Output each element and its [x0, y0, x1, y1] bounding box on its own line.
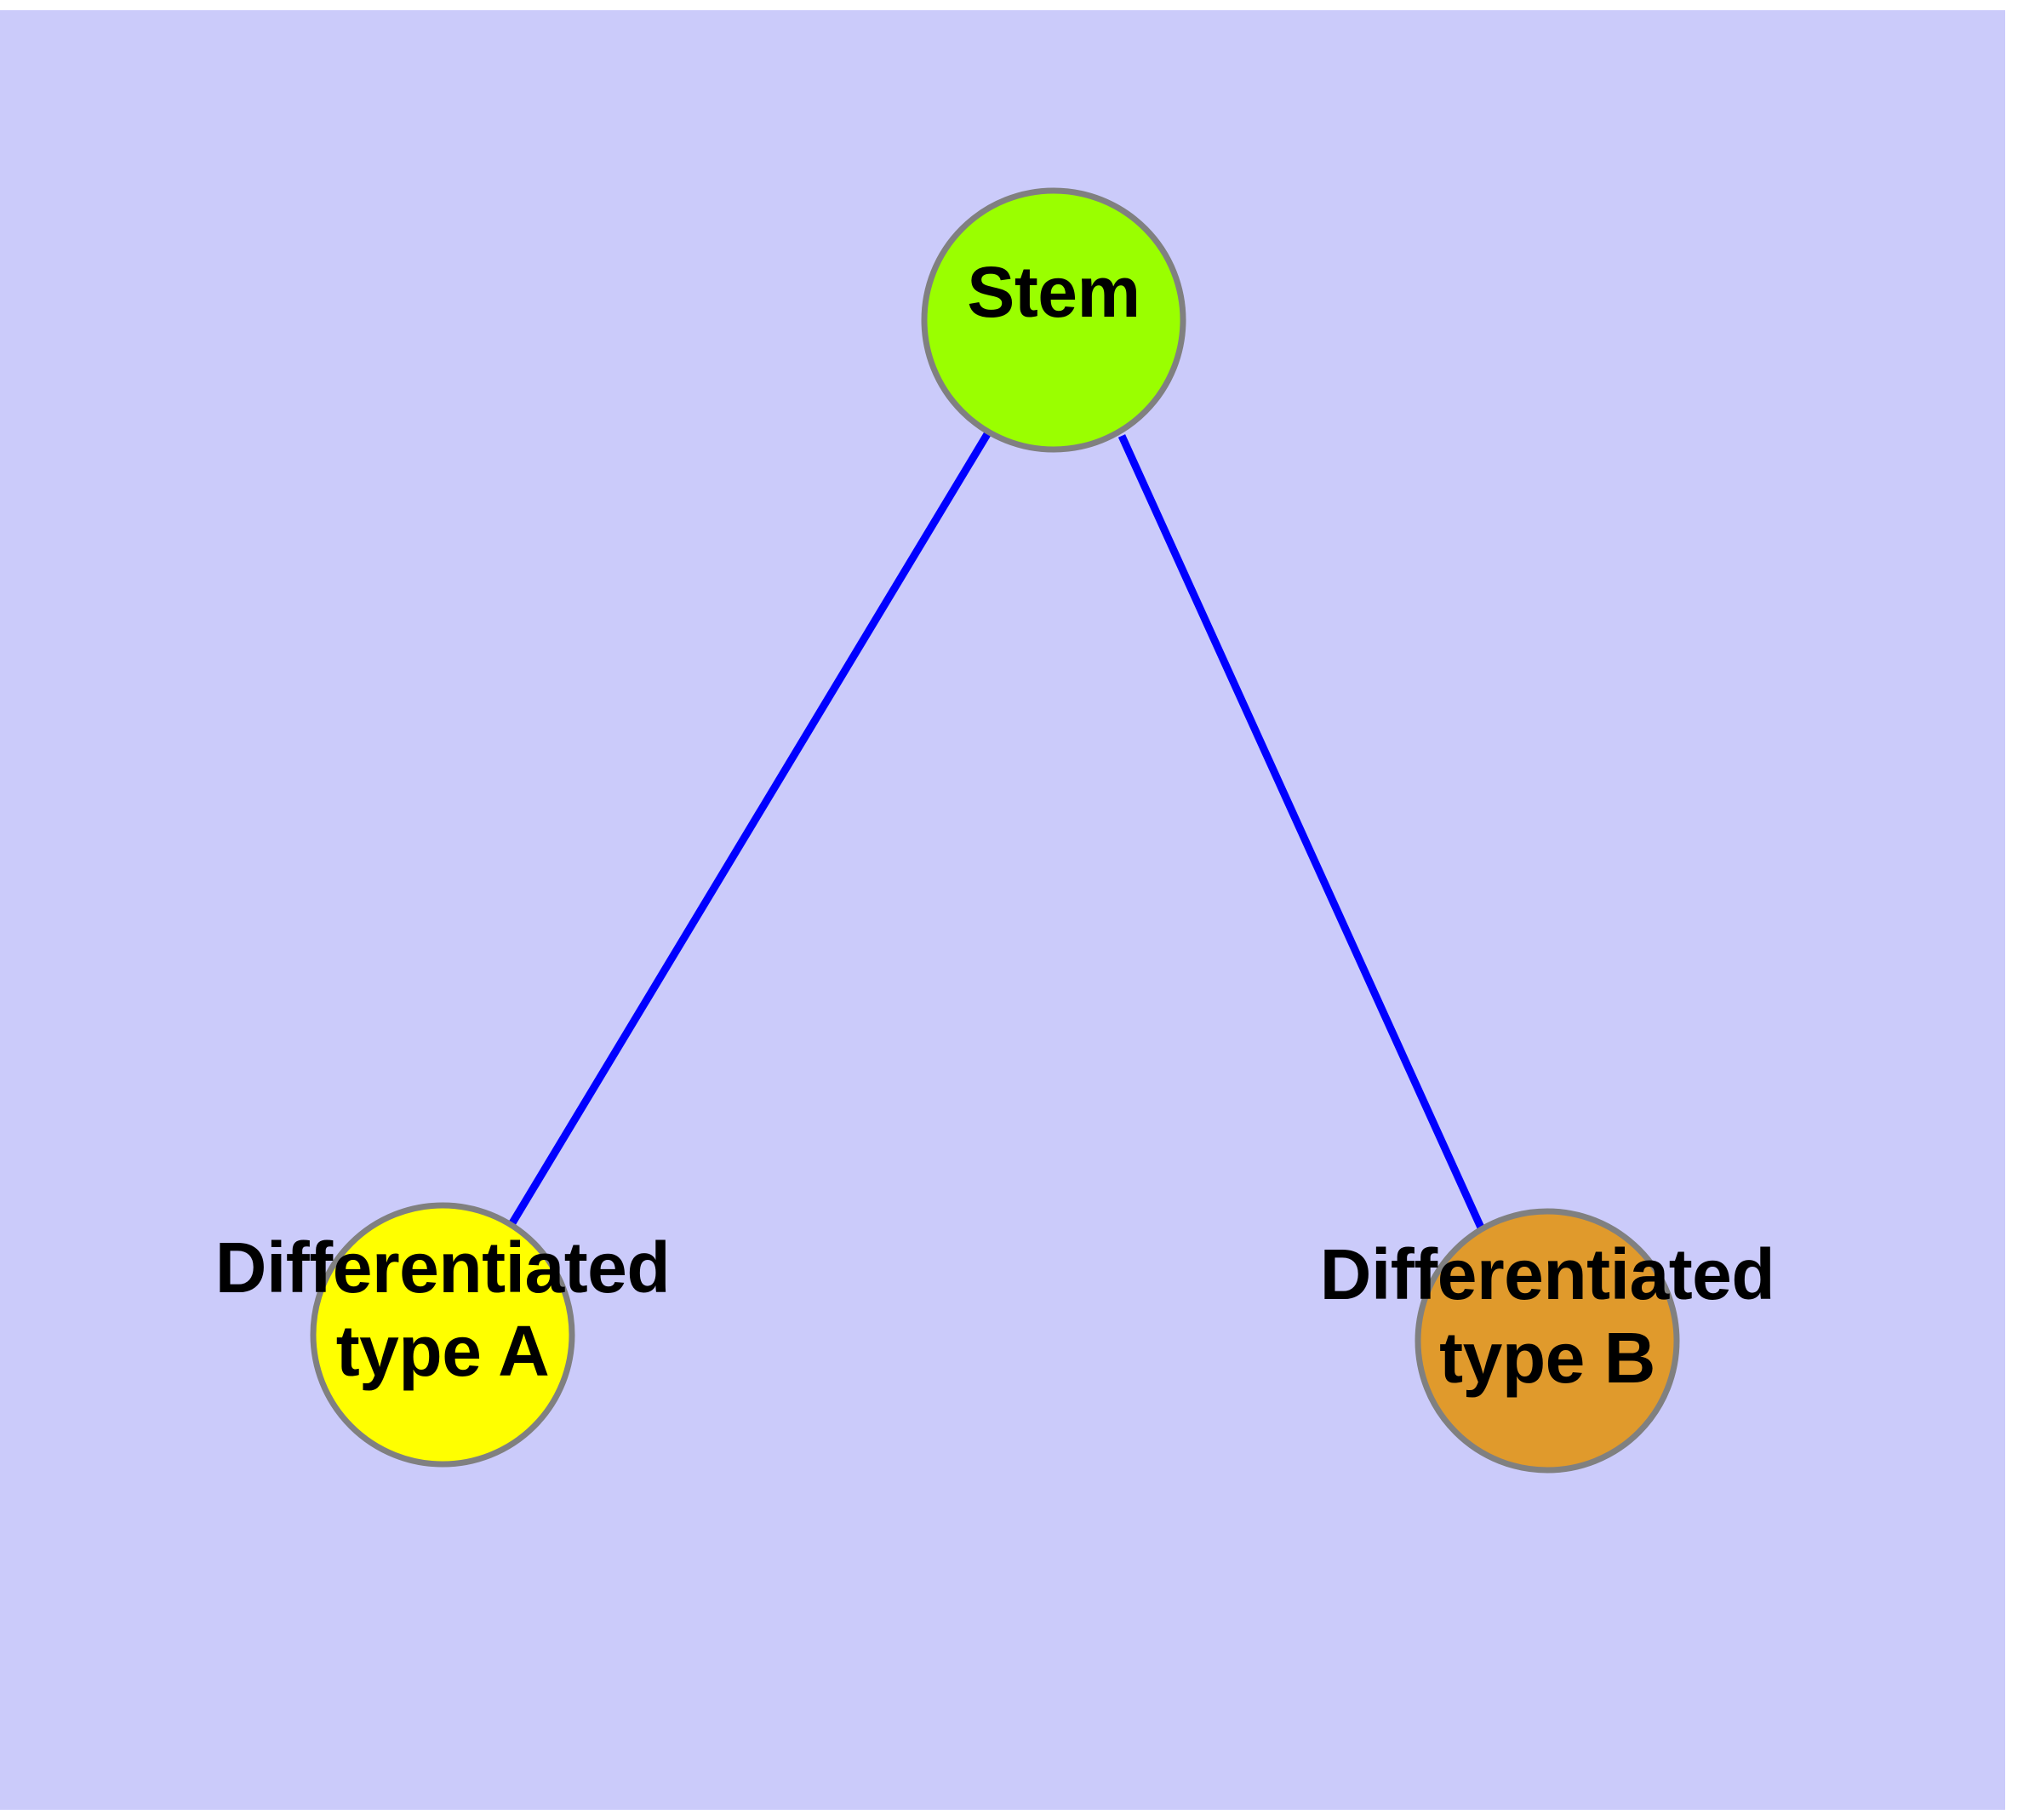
node-layer: [310, 187, 1680, 1474]
edge-stem-to-diff-b: [1117, 434, 1485, 1229]
node-differentiated-type-a[interactable]: [310, 1202, 575, 1468]
node-differentiated-type-b[interactable]: [1415, 1208, 1680, 1474]
edge-stem-to-diff-a: [507, 432, 991, 1228]
edge-layer: [507, 432, 1485, 1229]
node-stem[interactable]: [921, 187, 1186, 453]
